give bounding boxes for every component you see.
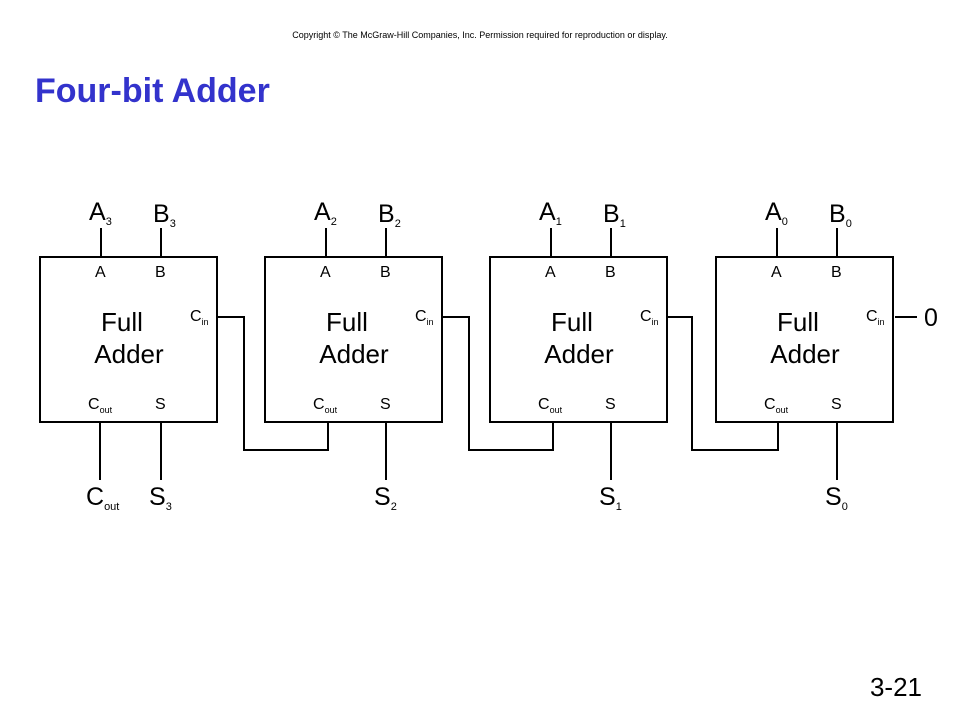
sum-output-label: S3 <box>149 483 172 513</box>
input-b-label: B2 <box>378 200 401 230</box>
input-b-label: B0 <box>829 200 852 230</box>
carry-wire-1-to-2 <box>443 316 554 451</box>
pin-s-label: S <box>831 396 842 413</box>
block-label-full: Full <box>326 307 368 337</box>
pin-cout-label: Cout <box>538 396 563 415</box>
full-adder-box <box>39 256 218 423</box>
block-label-adder: Adder <box>319 339 389 369</box>
input-b-label: B3 <box>153 200 176 230</box>
pin-s-label: S <box>605 396 616 413</box>
copyright-notice: Copyright © The McGraw-Hill Companies, I… <box>292 30 668 40</box>
block-label-adder: Adder <box>770 339 840 369</box>
pin-cin-label: Cin <box>866 308 885 327</box>
block-label-full: Full <box>101 307 143 337</box>
block-label-full: Full <box>551 307 593 337</box>
input-a-label: A0 <box>765 198 788 228</box>
pin-a-label: A <box>545 264 556 281</box>
pin-cout-label: Cout <box>764 396 789 415</box>
full-adder-box <box>264 256 443 423</box>
pin-a-label: A <box>95 264 106 281</box>
pin-cin-label: Cin <box>415 308 434 327</box>
sum-output-label: S2 <box>374 483 397 513</box>
full-adder-box <box>489 256 668 423</box>
pin-s-label: S <box>380 396 391 413</box>
pin-cout-label: Cout <box>88 396 113 415</box>
block-label-full: Full <box>777 307 819 337</box>
carry-wire-2-to-3 <box>218 316 329 451</box>
sum-output-label: S0 <box>825 483 848 513</box>
block-label-adder: Adder <box>544 339 614 369</box>
pin-b-label: B <box>605 264 616 281</box>
carry-in-zero-label: 0 <box>924 304 938 332</box>
pin-b-label: B <box>380 264 391 281</box>
carry-out-label: Cout <box>86 483 119 513</box>
input-b-label: B1 <box>603 200 626 230</box>
pin-b-label: B <box>155 264 166 281</box>
slide-title: Four-bit Adder <box>35 72 270 110</box>
carry-wire-0-to-1 <box>668 316 779 451</box>
pin-b-label: B <box>831 264 842 281</box>
input-a-label: A1 <box>539 198 562 228</box>
pin-cin-label: Cin <box>640 308 659 327</box>
input-a-label: A3 <box>89 198 112 228</box>
pin-a-label: A <box>771 264 782 281</box>
pin-cin-label: Cin <box>190 308 209 327</box>
block-label-adder: Adder <box>94 339 164 369</box>
pin-cout-label: Cout <box>313 396 338 415</box>
slide-number: 3-21 <box>869 672 922 702</box>
sum-output-label: S1 <box>599 483 622 513</box>
pin-a-label: A <box>320 264 331 281</box>
full-adder-box <box>715 256 894 423</box>
input-a-label: A2 <box>314 198 337 228</box>
pin-s-label: S <box>155 396 166 413</box>
carry-wires <box>99 316 917 480</box>
